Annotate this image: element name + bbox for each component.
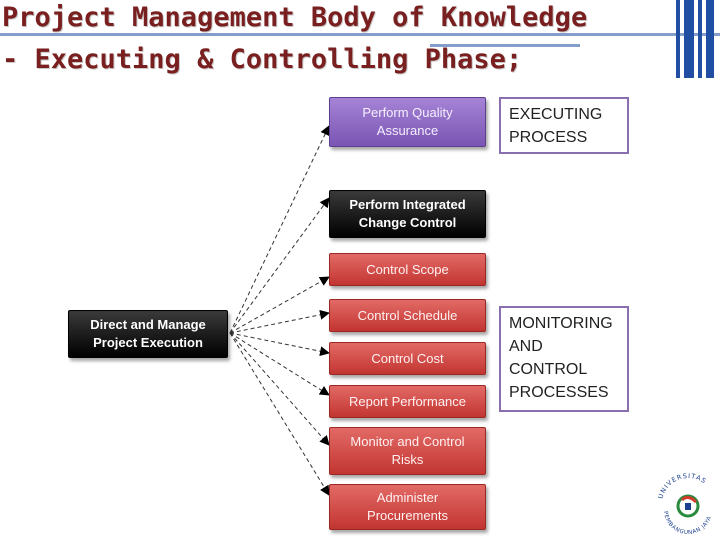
title-line-2: - Executing & Controlling Phase; [2, 44, 523, 75]
arrow-to-integrated-change-control [229, 197, 330, 334]
title-decoration-bars [672, 0, 720, 86]
executing-process-label: EXECUTING PROCESS [499, 97, 629, 154]
title-underline-secondary [430, 44, 580, 47]
label-text: EXECUTING [509, 106, 603, 123]
slide-title: Project Management Body of Knowledge - E… [0, 0, 720, 90]
arrow-to-monitor-risks [229, 332, 330, 446]
box-text: Perform Quality [362, 105, 453, 120]
report-performance-box: Report Performance [329, 385, 486, 418]
box-text: Perform Integrated [349, 197, 466, 212]
title-line-1: Project Management Body of Knowledge [2, 2, 588, 33]
box-text: Assurance [376, 123, 439, 138]
box-text: Change Control [358, 215, 457, 230]
box-text: Report Performance [348, 393, 467, 409]
arrow-to-report-performance [229, 332, 330, 396]
box-text: Monitor and Control [350, 434, 465, 449]
arrow-to-control-schedule [229, 309, 330, 334]
label-text: MONITORING [509, 315, 613, 332]
source-box-line-1: Direct and Manage [90, 317, 206, 332]
monitor-control-risks-box: Monitor and Control Risks [329, 427, 486, 475]
box-text: Control Schedule [357, 307, 458, 323]
arrow-to-quality-assurance [229, 125, 330, 334]
box-text: Administer [376, 490, 439, 505]
label-text: CONTROL [509, 361, 588, 378]
box-text: Control Cost [371, 350, 444, 366]
label-text: AND [509, 338, 543, 355]
arrow-to-control-cost [229, 332, 330, 357]
title-underline [0, 33, 720, 36]
administer-procurements-box: Administer Procurements [329, 484, 486, 530]
arrow-to-control-scope [229, 276, 330, 334]
box-text: Risks [391, 452, 424, 467]
box-text: Control Scope [366, 261, 449, 277]
source-box-line-2: Project Execution [93, 335, 203, 350]
monitoring-control-processes-label: MONITORING AND CONTROL PROCESSES [499, 306, 629, 412]
control-scope-box: Control Scope [329, 253, 486, 286]
control-schedule-box: Control Schedule [329, 299, 486, 332]
arrow-to-administer-procurements [229, 332, 330, 496]
university-logo: UNIVERSITAS PEMBANGUNAN JAYA [652, 466, 720, 540]
perform-quality-assurance-box: Perform Quality Assurance [329, 97, 486, 147]
control-cost-box: Control Cost [329, 342, 486, 375]
svg-text:UNIVERSITAS: UNIVERSITAS [657, 472, 709, 500]
direct-manage-project-execution-box: Direct and Manage Project Execution [68, 310, 228, 358]
perform-integrated-change-control-box: Perform Integrated Change Control [329, 190, 486, 238]
label-text: PROCESSES [509, 384, 609, 401]
label-text: PROCESS [509, 129, 588, 146]
box-text: Procurements [367, 508, 448, 523]
